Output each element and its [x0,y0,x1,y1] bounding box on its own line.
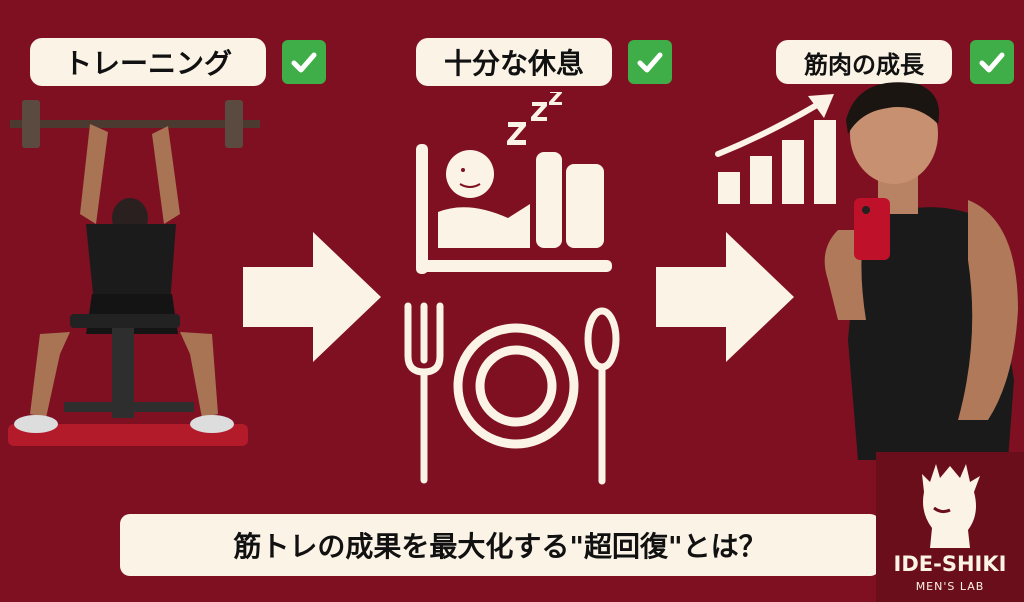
title-banner: 筋トレの成果を最大化する"超回復"とは？ [120,514,880,576]
logo-title: IDE-SHIKI [893,552,1007,576]
spoon-icon [582,305,622,494]
check-icon [970,40,1014,84]
check-icon [628,40,672,84]
fork-icon [400,300,448,494]
sleep-icon [408,90,618,286]
logo-subtitle: MEN'S LAB [915,580,985,593]
label-growth: 筋肉の成長 [776,40,952,84]
label-rest: 十分な休息 [416,38,612,86]
growth-chart-icon [712,92,842,214]
growth-photo [818,80,1024,460]
training-photo [0,84,265,456]
plate-icon [452,322,580,454]
label-growth-text: 筋肉の成長 [804,50,924,79]
check-icon [282,40,326,84]
label-rest-text: 十分な休息 [443,47,584,80]
right-arrow-icon [243,232,383,366]
title-banner-text: 筋トレの成果を最大化する"超回復"とは？ [233,530,767,563]
right-arrow-icon [656,232,796,366]
label-training-text: トレーニング [63,47,232,80]
brand-logo: IDE-SHIKI MEN'S LAB [876,452,1024,602]
label-training: トレーニング [30,38,266,86]
